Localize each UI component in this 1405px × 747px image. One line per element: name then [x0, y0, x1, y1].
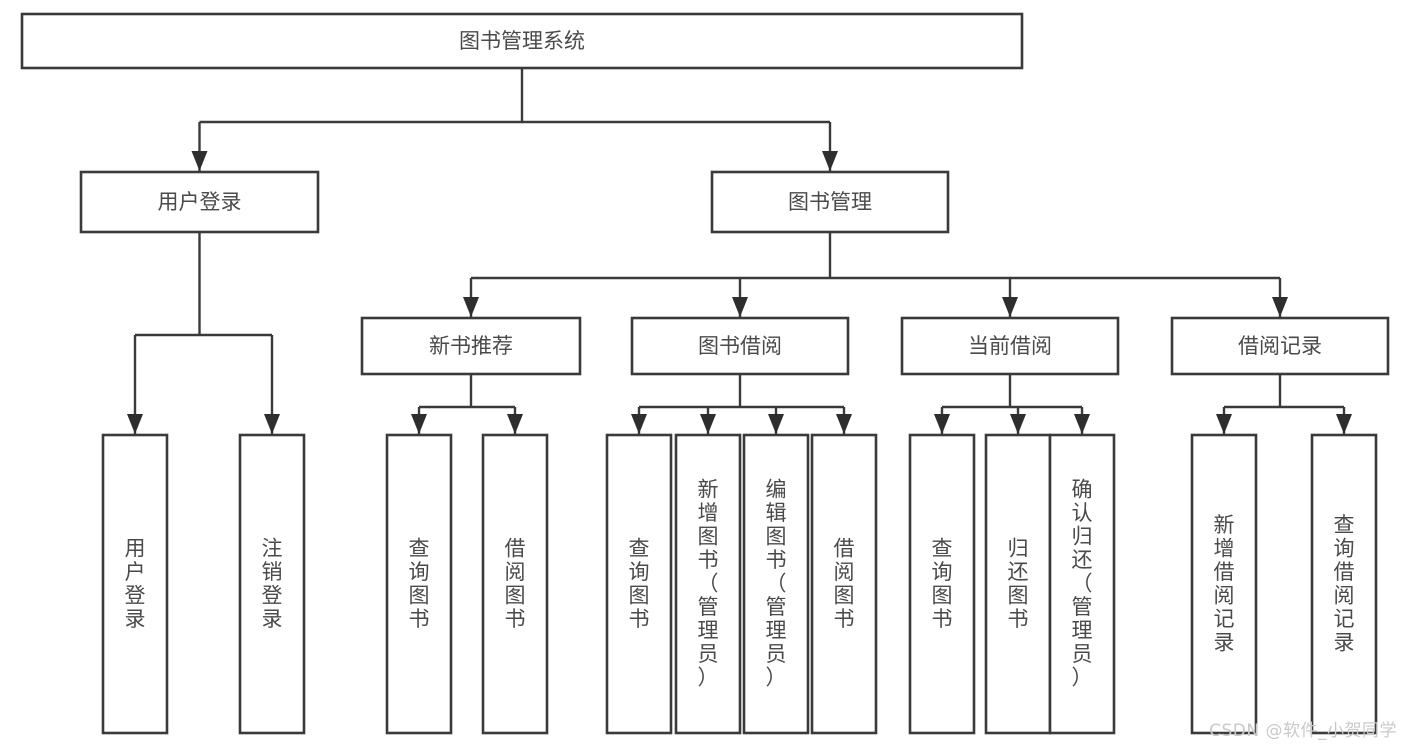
node-user-login-do[interactable]: 用户登录	[101, 433, 169, 735]
arrow-head-icon-cb-query-book	[934, 414, 950, 434]
node-borrow-record[interactable]: 借阅记录	[1170, 316, 1390, 376]
node-bb-query-book[interactable]: 查询图书	[605, 433, 673, 735]
node-cb-confirm-ret[interactable]: 确认归还（管理员）	[1048, 433, 1116, 735]
node-label-user-login: 用户登录	[158, 190, 242, 214]
node-box-cb-query-book	[908, 433, 976, 735]
arrow-head-icon-user-login	[191, 151, 208, 171]
node-box-nbr-query-book	[385, 433, 453, 735]
arrow-head-icon-borrow-record	[1272, 297, 1288, 317]
arrow-head-icon-book-manage	[822, 151, 838, 171]
node-box-user-login	[79, 170, 320, 234]
node-label-cb-return-book: 归还图书	[1008, 536, 1029, 631]
arrow-head-icon-user-logout	[264, 414, 280, 434]
node-label-book-manage: 图书管理	[788, 190, 872, 214]
node-root[interactable]: 图书管理系统	[20, 12, 1024, 70]
csdn-watermark: CSDN @软件_小贺同学	[1209, 721, 1397, 741]
connectors-layer	[127, 68, 1352, 434]
node-bb-edit-book[interactable]: 编辑图书（管理员）	[742, 433, 810, 735]
node-label-bb-edit-book: 编辑图书（管理员）	[766, 478, 787, 690]
node-box-bb-add-book	[674, 433, 742, 735]
node-box-cb-confirm-ret	[1048, 433, 1116, 735]
node-box-br-query-record	[1310, 433, 1378, 735]
node-label-root: 图书管理系统	[459, 29, 585, 53]
node-nbr-query-book[interactable]: 查询图书	[385, 433, 453, 735]
node-user-logout[interactable]: 注销登录	[238, 433, 306, 735]
node-label-bb-add-book: 新增图书（管理员）	[698, 478, 719, 690]
node-box-cb-return-book	[984, 433, 1052, 735]
node-box-bb-borrow-book	[810, 433, 878, 735]
node-label-nbr-query-book: 查询图书	[409, 536, 430, 631]
node-cb-query-book[interactable]: 查询图书	[908, 433, 976, 735]
arrow-head-icon-cb-confirm-ret	[1074, 414, 1090, 434]
node-label-borrow-record: 借阅记录	[1238, 334, 1322, 358]
arrow-head-icon-nbr-query-book	[411, 414, 427, 434]
node-label-new-book-rec: 新书推荐	[429, 334, 513, 358]
arrow-head-icon-new-book-rec	[463, 297, 479, 317]
node-box-user-login-do	[101, 433, 169, 735]
arrow-head-icon-br-add-record	[1216, 414, 1232, 434]
node-label-user-logout: 注销登录	[262, 536, 283, 631]
arrow-head-icon-current-borrow	[1002, 297, 1018, 317]
arrow-head-icon-book-borrow	[732, 297, 748, 317]
node-box-user-logout	[238, 433, 306, 735]
node-box-book-manage	[710, 170, 950, 234]
node-box-book-borrow	[630, 316, 850, 376]
node-label-book-borrow: 图书借阅	[698, 334, 782, 358]
nodes-layer: 图书管理系统用户登录用户登录注销登录图书管理新书推荐查询图书借阅图书图书借阅查询…	[20, 12, 1390, 735]
arrow-head-icon-user-login-do	[127, 414, 143, 434]
node-book-manage[interactable]: 图书管理	[710, 170, 950, 234]
node-label-cb-confirm-ret: 确认归还（管理员）	[1072, 478, 1093, 690]
node-cb-return-book[interactable]: 归还图书	[984, 433, 1052, 735]
node-label-bb-query-book: 查询图书	[629, 536, 650, 631]
node-bb-borrow-book[interactable]: 借阅图书	[810, 433, 878, 735]
node-br-query-record[interactable]: 查询借阅记录	[1310, 433, 1378, 735]
node-box-br-add-record	[1190, 433, 1258, 735]
arrow-head-icon-bb-add-book	[700, 414, 716, 434]
node-nbr-borrow-book[interactable]: 借阅图书	[481, 433, 549, 735]
node-label-bb-borrow-book: 借阅图书	[834, 536, 855, 631]
arrow-head-icon-cb-return-book	[1010, 414, 1026, 434]
node-box-bb-edit-book	[742, 433, 810, 735]
arrow-head-icon-nbr-borrow-book	[507, 414, 523, 434]
node-box-root	[20, 12, 1024, 70]
node-box-new-book-rec	[360, 316, 582, 376]
node-bb-add-book[interactable]: 新增图书（管理员）	[674, 433, 742, 735]
node-new-book-rec[interactable]: 新书推荐	[360, 316, 582, 376]
node-book-borrow[interactable]: 图书借阅	[630, 316, 850, 376]
node-label-current-borrow: 当前借阅	[968, 334, 1052, 358]
node-box-current-borrow	[900, 316, 1120, 376]
node-box-bb-query-book	[605, 433, 673, 735]
node-current-borrow[interactable]: 当前借阅	[900, 316, 1120, 376]
node-br-add-record[interactable]: 新增借阅记录	[1190, 433, 1258, 735]
arrow-head-icon-bb-query-book	[631, 414, 647, 434]
node-box-borrow-record	[1170, 316, 1390, 376]
node-user-login[interactable]: 用户登录	[79, 170, 320, 234]
node-label-br-query-record: 查询借阅记录	[1334, 513, 1355, 655]
arrow-head-icon-bb-borrow-book	[836, 414, 852, 434]
node-label-user-login-do: 用户登录	[125, 536, 146, 631]
arrow-head-icon-bb-edit-book	[768, 414, 784, 434]
node-box-nbr-borrow-book	[481, 433, 549, 735]
node-label-cb-query-book: 查询图书	[932, 536, 953, 631]
arrow-head-icon-br-query-record	[1336, 414, 1352, 434]
node-label-br-add-record: 新增借阅记录	[1214, 513, 1235, 655]
node-label-nbr-borrow-book: 借阅图书	[505, 536, 526, 631]
